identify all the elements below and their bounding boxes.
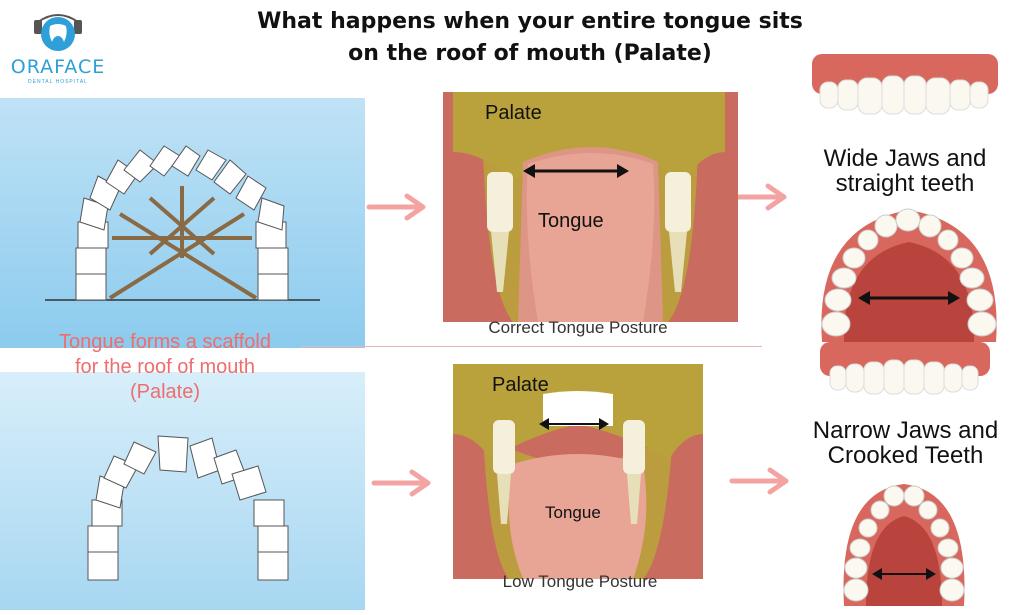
brand-tagline: DENTAL HOSPITAL <box>28 79 88 85</box>
scaffold-caption-line-2: for the roof of mouth <box>74 356 256 378</box>
narrow-jaws-line-1: Narrow Jaws and <box>812 417 999 444</box>
narrow-jaws-text: Narrow Jaws and Crooked Teeth <box>793 418 1018 468</box>
divider-line <box>300 346 762 347</box>
low-posture-cross-section <box>453 364 703 604</box>
arrow-right-icon <box>729 467 789 495</box>
arch-without-scaffold-panel <box>0 372 365 610</box>
tooth-logo-icon <box>34 14 82 51</box>
correct-palate-label: Palate <box>485 102 542 124</box>
low-tongue-diagram <box>453 364 703 604</box>
title-line-2: on the roof of mouth (Palate) <box>348 41 712 66</box>
arrow-right-icon <box>727 183 787 211</box>
narrow-jaw-front-teeth <box>820 342 990 395</box>
collapsing-stone-arch <box>87 435 289 581</box>
logo <box>8 8 108 88</box>
brand-name: ORAFACE <box>10 56 106 78</box>
low-palate-label: Palate <box>492 374 549 396</box>
low-tongue-label: Tongue <box>545 503 601 522</box>
wide-jaws-line-1: Wide Jaws and <box>823 145 987 172</box>
scaffold-caption-line-1: Tongue forms a scaffold <box>59 331 271 353</box>
title-line-1: What happens when your entire tongue sit… <box>257 9 803 34</box>
narrow-upper-arch <box>843 484 965 606</box>
arch-with-scaffold-panel <box>0 98 365 348</box>
correct-posture-cross-section <box>443 92 738 346</box>
low-posture-caption: Low Tongue Posture <box>502 572 658 591</box>
wide-jaws-text: Wide Jaws and straight teeth <box>800 146 1010 196</box>
wide-upper-arch <box>821 208 997 342</box>
arrow-right-icon <box>366 193 426 221</box>
arrow-right-icon <box>371 469 431 497</box>
correct-tongue-label: Tongue <box>538 210 604 232</box>
scaffold-caption-line-3: (Palate) <box>129 381 201 403</box>
scaffold-caption: Tongue forms a scaffold for the roof of … <box>30 330 300 405</box>
wide-jaw-front-teeth <box>812 54 998 115</box>
page-title: What happens when your entire tongue sit… <box>150 6 910 70</box>
narrow-jaws-line-2: Crooked Teeth <box>827 442 984 469</box>
correct-tongue-diagram <box>443 92 738 346</box>
wide-jaws-line-2: straight teeth <box>835 170 975 197</box>
stone-arch-with-scaffold <box>45 145 320 301</box>
correct-posture-caption: Correct Tongue Posture <box>488 318 668 337</box>
